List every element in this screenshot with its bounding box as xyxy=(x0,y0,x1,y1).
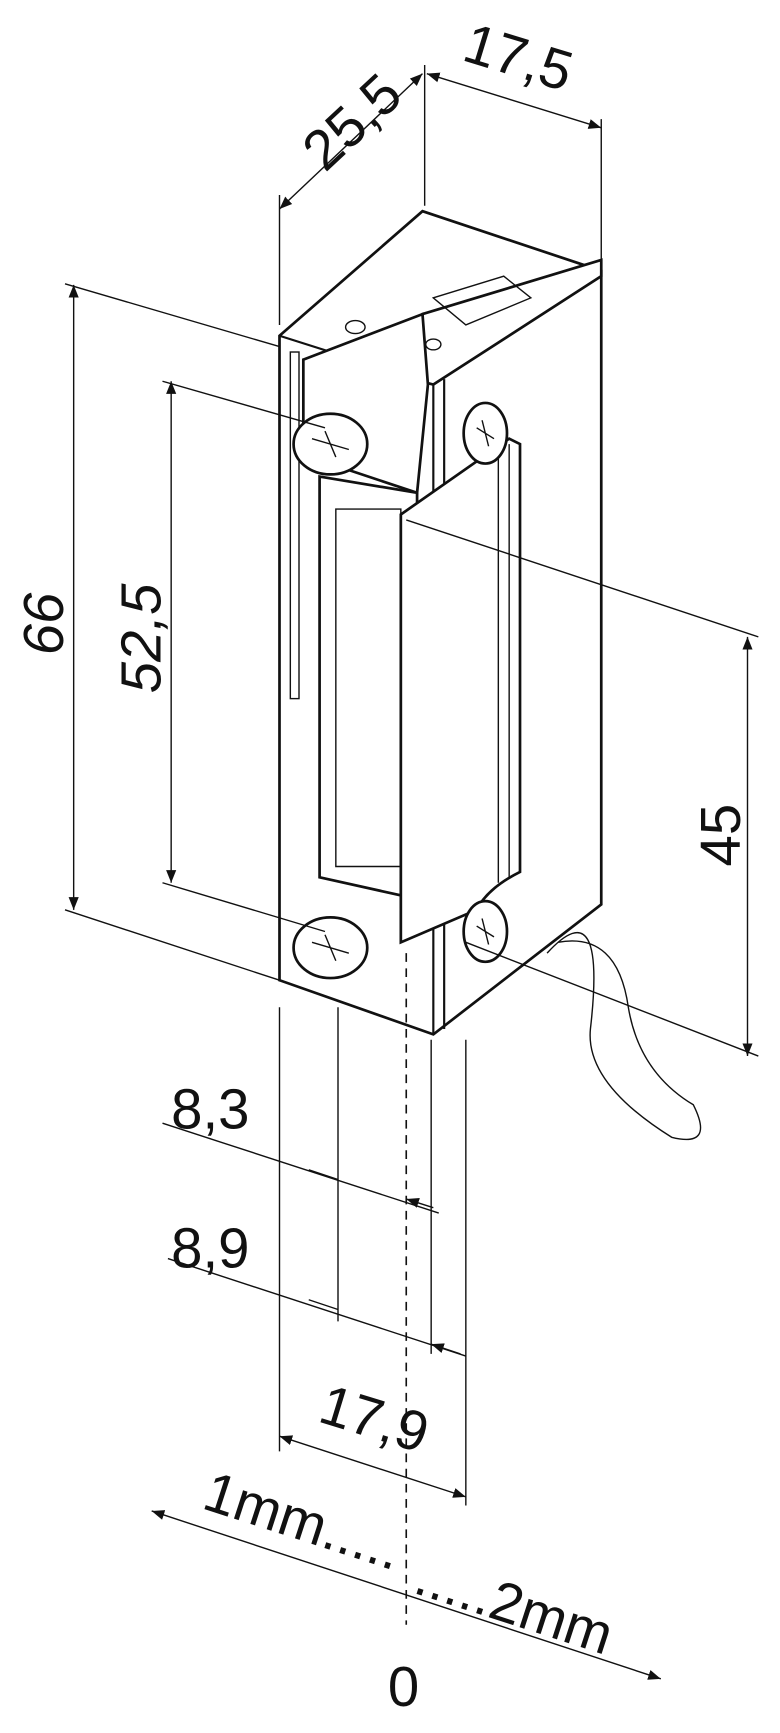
label-8-9: 8,9 xyxy=(171,1216,249,1279)
screw-bottom-right xyxy=(462,899,509,964)
label-52-5: 52,5 xyxy=(109,583,172,693)
label-1mm: 1mm..... xyxy=(197,1459,410,1582)
dim-line-depth xyxy=(279,73,423,210)
screw-top-right xyxy=(462,401,509,465)
dim-arrows-8-3 xyxy=(308,1169,434,1208)
dim-line-width xyxy=(426,72,602,129)
adjustment-arrow xyxy=(151,1510,662,1680)
label-45: 45 xyxy=(689,804,752,867)
dim-line-17-9 xyxy=(279,1435,467,1498)
door-strike-body xyxy=(278,209,702,1141)
label-8-3: 8,3 xyxy=(171,1078,249,1141)
dim-line-8-9 xyxy=(167,1257,467,1357)
dim-arrows-8-9 xyxy=(308,1299,461,1354)
label-66: 66 xyxy=(12,592,75,655)
label-2mm: .....2mm xyxy=(408,1544,621,1667)
extension-lines xyxy=(64,64,759,1625)
label-depth: 25,5 xyxy=(290,61,413,182)
screw-top-left xyxy=(292,412,369,476)
label-zero: 0 xyxy=(388,1655,419,1718)
label-17-9: 17,9 xyxy=(313,1372,436,1464)
screw-bottom-left xyxy=(292,916,369,980)
